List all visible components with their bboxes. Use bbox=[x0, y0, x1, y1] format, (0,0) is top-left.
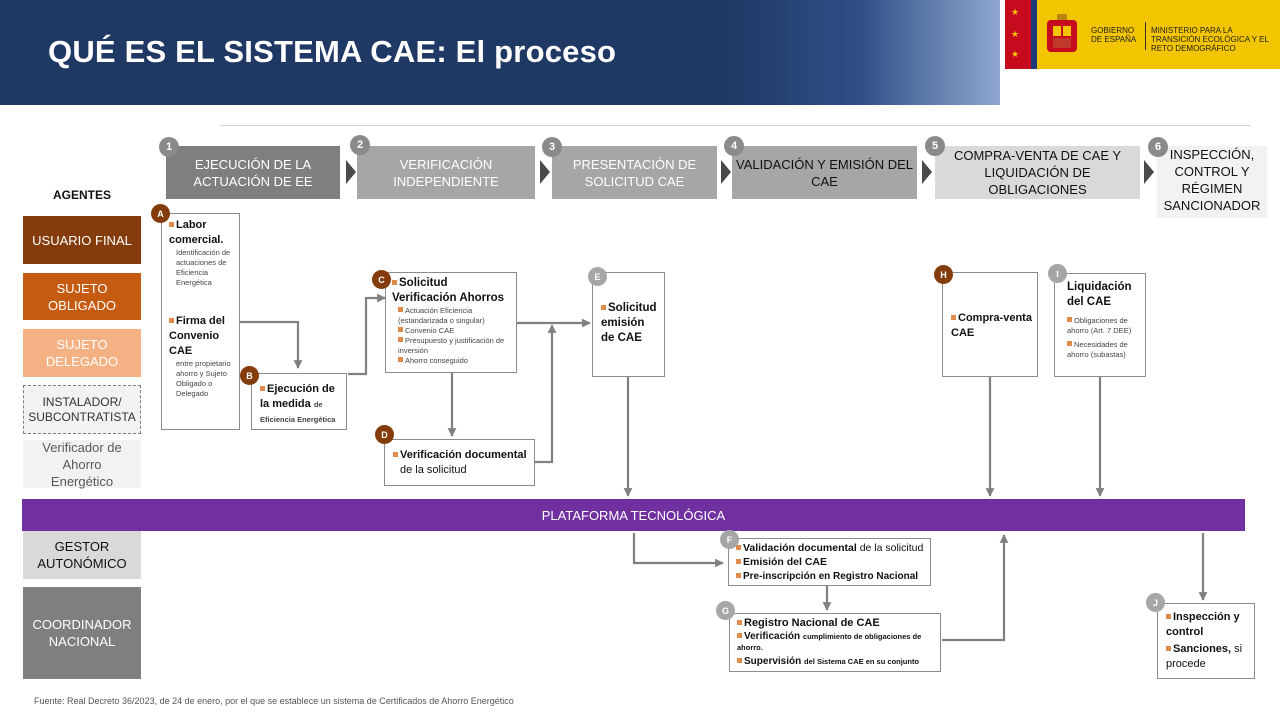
badge-b: B bbox=[240, 366, 259, 385]
gobierno-text: GOBIERNO DE ESPAÑA bbox=[1091, 26, 1137, 44]
box-d-verificacion-documental: Verificación documental de la solicitud bbox=[384, 439, 535, 486]
step-number: 2 bbox=[350, 135, 370, 155]
star-icon: ★ bbox=[1011, 29, 1020, 39]
agents-heading: AGENTES bbox=[52, 188, 111, 202]
badge-h: H bbox=[934, 265, 953, 284]
badge-j: J bbox=[1146, 593, 1165, 612]
badge-c: C bbox=[372, 270, 391, 289]
step-number: 4 bbox=[724, 136, 744, 156]
gobierno-logo: ★ ★ ★ GOBIERNO DE ESPAÑA MINISTERIO PARA… bbox=[1005, 0, 1280, 69]
page-title: QUÉ ES EL SISTEMA CAE: El proceso bbox=[48, 34, 617, 69]
step-number: 3 bbox=[542, 137, 562, 157]
agent-sujeto-delegado: SUJETO DELEGADO bbox=[23, 329, 141, 377]
box-e-solicitud-emision: Solicitud emisión de CAE bbox=[592, 272, 665, 377]
chevron-right-icon bbox=[922, 160, 932, 184]
step-number: 6 bbox=[1148, 137, 1168, 157]
agent-sujeto-obligado: SUJETO OBLIGADO bbox=[23, 273, 141, 320]
header-banner bbox=[0, 0, 1000, 105]
badge-i: I bbox=[1048, 264, 1067, 283]
chevron-right-icon bbox=[1144, 160, 1154, 184]
badge-e: E bbox=[588, 267, 607, 286]
star-icon: ★ bbox=[1011, 49, 1020, 59]
divider bbox=[220, 125, 1250, 126]
coat-of-arms-icon bbox=[1047, 14, 1077, 52]
box-b-ejecucion: Ejecución de la medida de Eficiencia Ene… bbox=[251, 373, 347, 430]
step-3: PRESENTACIÓN DE SOLICITUD CAE bbox=[552, 146, 717, 199]
box-c-solicitud-verificacion: Solicitud Verificación Ahorros Actuación… bbox=[385, 272, 517, 373]
badge-a: A bbox=[151, 204, 170, 223]
ministerio-text: MINISTERIO PARA LA TRANSICIÓN ECOLÓGICA … bbox=[1151, 26, 1269, 53]
box-h-compra-venta: Compra-venta CAE bbox=[942, 272, 1038, 377]
step-number: 5 bbox=[925, 136, 945, 156]
agent-coordinador-nacional: COORDINADOR NACIONAL bbox=[23, 587, 141, 679]
source-note: Fuente: Real Decreto 36/2023, de 24 de e… bbox=[34, 696, 514, 706]
step-4: VALIDACIÓN Y EMISIÓN DEL CAE bbox=[732, 146, 917, 199]
agent-instalador: INSTALADOR/ SUBCONTRATISTA bbox=[23, 385, 141, 434]
badge-f: F bbox=[720, 530, 739, 549]
step-number: 1 bbox=[159, 137, 179, 157]
star-icon: ★ bbox=[1011, 7, 1020, 17]
step-1: EJECUCIÓN DE LA ACTUACIÓN DE EE bbox=[166, 146, 340, 199]
box-a-labor-comercial: Labor comercial. Identificación de actua… bbox=[161, 213, 240, 430]
chevron-right-icon bbox=[346, 160, 356, 184]
agent-gestor-autonomico: GESTOR AUTONÓMICO bbox=[23, 531, 141, 579]
box-f-validacion: Validación documental de la solicitud Em… bbox=[728, 538, 931, 586]
plataforma-tecnologica: PLATAFORMA TECNOLÓGICA bbox=[22, 499, 1245, 531]
badge-g: G bbox=[716, 601, 735, 620]
box-g-registro-nacional: Registro Nacional de CAE Verificación cu… bbox=[729, 613, 941, 672]
box-i-liquidacion: Liquidación del CAE Obligaciones de ahor… bbox=[1054, 273, 1146, 377]
agent-usuario-final: USUARIO FINAL bbox=[23, 216, 141, 264]
step-2: VERIFICACIÓN INDEPENDIENTE bbox=[357, 146, 535, 199]
box-j-inspeccion: Inspección y control Sanciones, si proce… bbox=[1157, 603, 1255, 679]
step-6: INSPECCIÓN, CONTROL Y RÉGIMEN SANCIONADO… bbox=[1157, 146, 1267, 218]
agent-verificador: Verificador de Ahorro Energético bbox=[23, 440, 141, 489]
chevron-right-icon bbox=[540, 160, 550, 184]
chevron-right-icon bbox=[721, 160, 731, 184]
step-5: COMPRA-VENTA DE CAE Y LIQUIDACIÓN DE OBL… bbox=[935, 146, 1140, 199]
badge-d: D bbox=[375, 425, 394, 444]
